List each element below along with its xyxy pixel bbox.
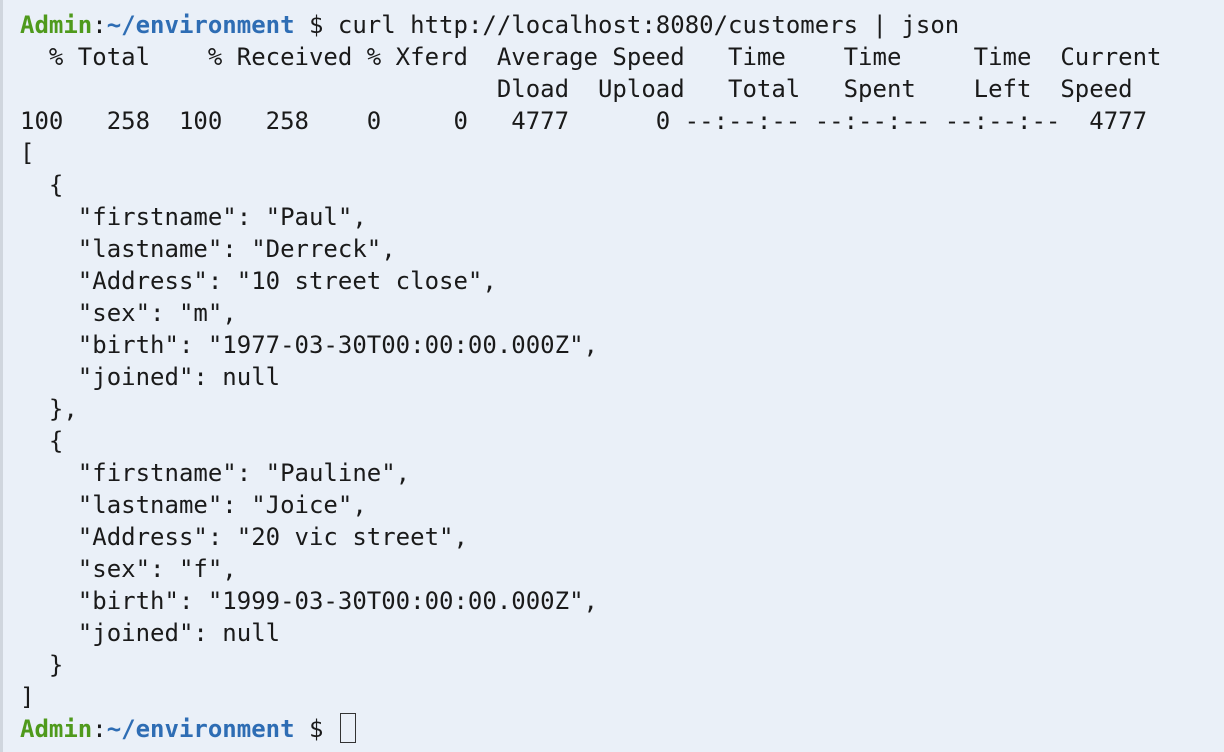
curl-header-line: Dload Upload Total Spent Left Speed — [20, 75, 1133, 103]
prompt-path: ~/environment — [106, 715, 295, 743]
json-output-line: "lastname": "Derreck", — [20, 235, 396, 263]
prompt-line-active[interactable]: Admin:~/environment $ — [20, 713, 1224, 745]
prompt-user: Admin — [20, 11, 93, 39]
json-output-line: ] — [20, 683, 35, 711]
json-output-line: "birth": "1977-03-30T00:00:00.000Z", — [20, 331, 598, 359]
curl-header-line: % Total % Received % Xferd Average Speed… — [20, 43, 1162, 71]
json-output-line: "joined": null — [20, 363, 281, 391]
prompt-symbol: $ — [294, 715, 338, 743]
curl-progress-line: 100 258 100 258 0 0 4777 0 --:--:-- --:-… — [20, 107, 1148, 135]
command-text: curl http://localhost:8080/customers | j… — [337, 11, 960, 39]
json-output-line: "birth": "1999-03-30T00:00:00.000Z", — [20, 587, 598, 615]
json-output-line: "firstname": "Paul", — [20, 203, 367, 231]
json-output-line: "firstname": "Pauline", — [20, 459, 411, 487]
prompt-symbol: $ — [294, 11, 338, 39]
json-output-line: "sex": "f", — [20, 555, 237, 583]
json-output-line: } — [20, 651, 64, 679]
json-output-line: }, — [20, 395, 78, 423]
json-output-line: "Address": "20 vic street", — [20, 523, 468, 551]
json-output-line: "joined": null — [20, 619, 281, 647]
json-output-line: "sex": "m", — [20, 299, 237, 327]
prompt-colon: : — [92, 11, 107, 39]
json-output-line: "Address": "10 street close", — [20, 267, 497, 295]
json-output-line: { — [20, 427, 64, 455]
json-output-line: "lastname": "Joice", — [20, 491, 367, 519]
json-output-line: { — [20, 171, 64, 199]
terminal-cursor[interactable] — [339, 713, 356, 743]
prompt-line-command: Admin:~/environment $ curl http://localh… — [20, 9, 1224, 41]
prompt-colon: : — [92, 715, 107, 743]
prompt-path: ~/environment — [106, 11, 295, 39]
json-output-line: [ — [20, 139, 35, 167]
prompt-user: Admin — [20, 715, 93, 743]
